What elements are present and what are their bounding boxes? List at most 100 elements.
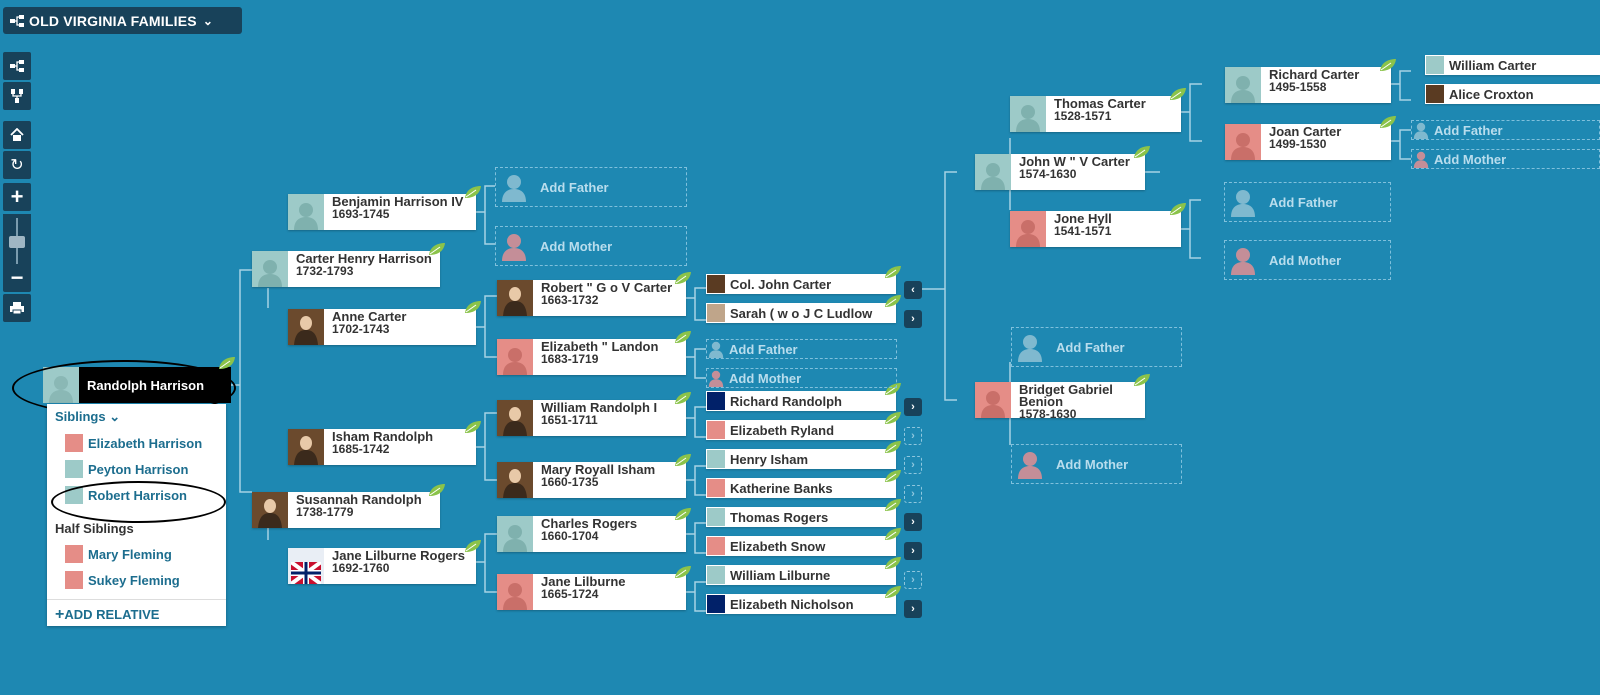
add-mother-button[interactable]: Add Mother [1224, 240, 1391, 280]
person-card-small[interactable]: Col. John Carter [706, 274, 896, 294]
leaf-hint-icon[interactable] [674, 507, 692, 521]
sibling-item[interactable]: Elizabeth Harrison [65, 434, 202, 452]
add-father-button[interactable]: Add Father [495, 167, 687, 207]
tree-selector-button[interactable]: OLD VIRGINIA FAMILIES ⌄ [3, 7, 242, 34]
person-name: William Randolph I [541, 400, 658, 415]
person-card-small[interactable]: Sarah ( w o J C Ludlow [706, 303, 896, 323]
pedigree-view-button[interactable] [3, 52, 31, 80]
add-mother-button[interactable]: Add Mother [1411, 149, 1600, 169]
leaf-hint-icon[interactable] [1133, 145, 1151, 159]
person-name: Sarah ( w o J C Ludlow [730, 305, 873, 321]
leaf-hint-icon[interactable] [464, 420, 482, 434]
expand-arrow-icon[interactable]: › [904, 427, 922, 445]
person-card-small[interactable]: Henry Isham [706, 449, 896, 469]
reset-button[interactable]: ↻ [3, 151, 31, 179]
person-silhouette-icon [502, 234, 526, 261]
leaf-hint-icon[interactable] [884, 265, 902, 279]
leaf-hint-icon[interactable] [428, 242, 446, 256]
leaf-hint-icon[interactable] [218, 356, 236, 370]
leaf-hint-icon[interactable] [428, 483, 446, 497]
tree-name: OLD VIRGINIA FAMILIES [29, 12, 197, 29]
add-father-button[interactable]: Add Father [1411, 120, 1600, 140]
zoom-in-button[interactable]: + [3, 183, 31, 211]
add-mother-button[interactable]: Add Mother [495, 226, 687, 266]
expand-arrow-icon[interactable]: › [904, 310, 922, 328]
leaf-hint-icon[interactable] [1169, 202, 1187, 216]
leaf-hint-icon[interactable] [884, 527, 902, 541]
person-card-small[interactable]: Elizabeth Nicholson [706, 594, 896, 614]
leaf-hint-icon[interactable] [464, 300, 482, 314]
leaf-hint-icon[interactable] [884, 294, 902, 308]
leaf-hint-icon[interactable] [674, 330, 692, 344]
leaf-hint-icon[interactable] [1169, 87, 1187, 101]
person-card-small[interactable]: Elizabeth Ryland [706, 420, 896, 440]
person-card-small[interactable]: Katherine Banks [706, 478, 896, 498]
leaf-hint-icon[interactable] [674, 565, 692, 579]
zoom-out-button[interactable]: − [3, 264, 31, 292]
print-button[interactable] [3, 294, 31, 322]
leaf-hint-icon[interactable] [884, 585, 902, 599]
person-card-small[interactable]: Richard Randolph [706, 391, 896, 411]
add-mother-button[interactable]: Add Mother [706, 368, 897, 388]
expand-arrow-icon[interactable]: › [904, 398, 922, 416]
leaf-hint-icon[interactable] [674, 391, 692, 405]
leaf-hint-icon[interactable] [884, 411, 902, 425]
add-father-button[interactable]: Add Father [1011, 327, 1182, 367]
leaf-hint-icon[interactable] [674, 271, 692, 285]
add-mother-button[interactable]: Add Mother [1011, 444, 1182, 484]
person-card-small[interactable]: Thomas Rogers [706, 507, 896, 527]
leaf-hint-icon[interactable] [884, 440, 902, 454]
expand-arrow-icon[interactable]: › [904, 600, 922, 618]
half-sibling-item[interactable]: Mary Fleming [65, 545, 172, 563]
collapse-arrow-icon[interactable]: ‹ [904, 281, 922, 299]
person-card-small[interactable]: Alice Croxton [1425, 84, 1600, 104]
zoom-handle[interactable] [9, 236, 25, 248]
home-button[interactable] [3, 121, 31, 149]
person-card-small[interactable]: William Carter [1425, 55, 1600, 75]
leaf-hint-icon[interactable] [884, 498, 902, 512]
person-card-small[interactable]: William Lilburne [706, 565, 896, 585]
expand-arrow-icon[interactable]: › [904, 485, 922, 503]
leaf-hint-icon[interactable] [464, 539, 482, 553]
portrait-icon [294, 436, 318, 465]
sibling-item[interactable]: Peyton Harrison [65, 460, 188, 478]
leaf-hint-icon[interactable] [464, 185, 482, 199]
expand-arrow-icon[interactable]: › [904, 542, 922, 560]
person-silhouette-icon [1231, 190, 1255, 217]
leaf-hint-icon[interactable] [1379, 115, 1397, 129]
add-relative-button[interactable]: +ADD RELATIVE [55, 606, 160, 623]
leaf-hint-icon[interactable] [674, 453, 692, 467]
half-sibling-item[interactable]: Sukey Fleming [65, 571, 180, 589]
person-years: 1499-1530 [1269, 137, 1327, 151]
descendants-view-button[interactable] [3, 82, 31, 110]
leaf-hint-icon[interactable] [1379, 58, 1397, 72]
add-father-button[interactable]: Add Father [706, 339, 897, 359]
expand-arrow-icon[interactable]: › [904, 456, 922, 474]
expand-arrow-icon[interactable]: › [904, 513, 922, 531]
person-card-small[interactable]: Elizabeth Snow [706, 536, 896, 556]
add-father-button[interactable]: Add Father [1224, 182, 1391, 222]
leaf-hint-icon[interactable] [1133, 373, 1151, 387]
leaf-hint-icon[interactable] [884, 556, 902, 570]
leaf-hint-icon[interactable] [884, 469, 902, 483]
expand-arrow-icon[interactable]: › [904, 571, 922, 589]
siblings-toggle[interactable]: Siblings ⌄ [55, 409, 121, 424]
